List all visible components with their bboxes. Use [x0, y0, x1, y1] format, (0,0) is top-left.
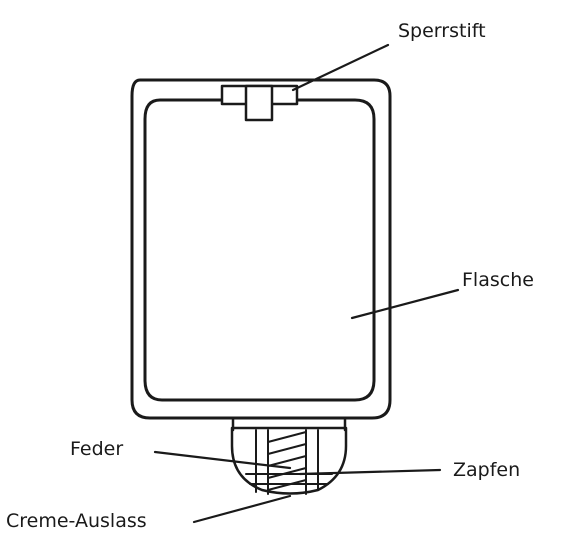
- label-creme-auslass: Creme-Auslass: [6, 510, 147, 532]
- label-flasche: Flasche: [462, 269, 534, 291]
- housing-outer: [130, 78, 392, 420]
- leader-zapfen: [298, 468, 442, 476]
- leader-sperrstift: [291, 43, 390, 92]
- label-feder: Feder: [70, 438, 124, 460]
- leader-feder: [153, 450, 292, 470]
- spring: [267, 431, 307, 491]
- bottle: [143, 98, 376, 402]
- label-sperrstift: Sperrstift: [398, 20, 486, 42]
- leader-flasche: [350, 288, 460, 320]
- label-zapfen: Zapfen: [453, 459, 521, 481]
- leader-creme-auslass: [192, 494, 292, 524]
- locking-pin: [220, 84, 299, 122]
- spout-assembly: [230, 416, 348, 495]
